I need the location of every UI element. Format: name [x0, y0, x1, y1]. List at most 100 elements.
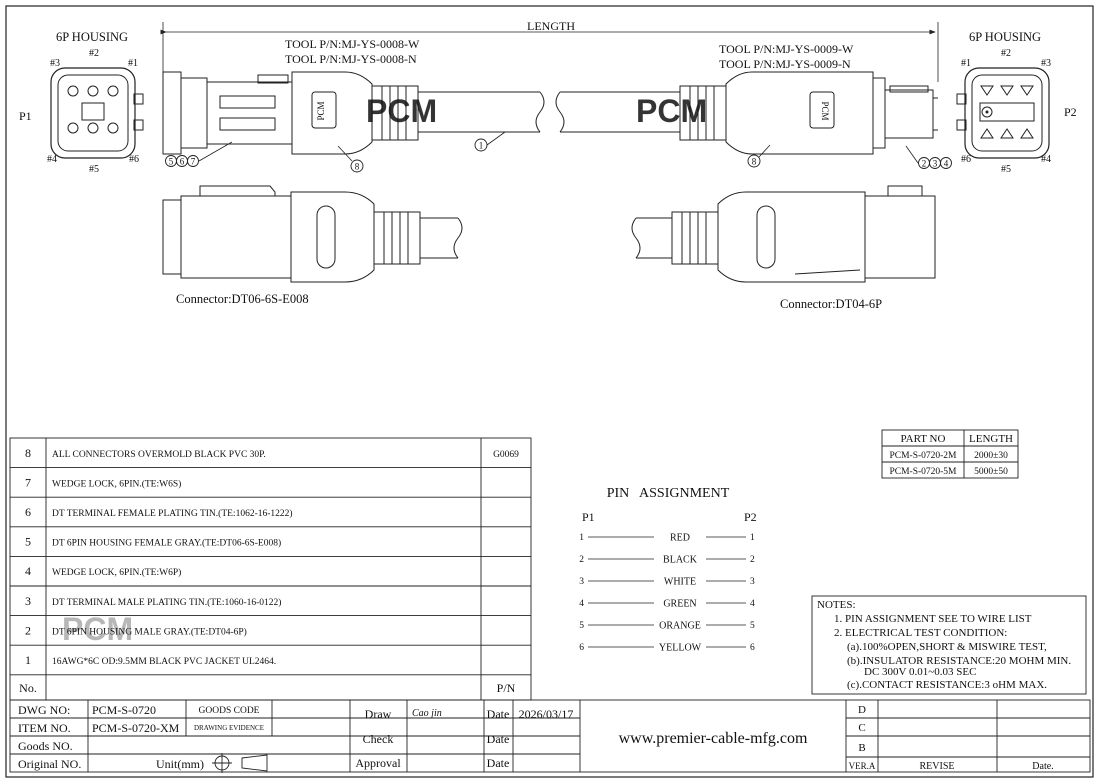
p1-pin-5: #5	[89, 164, 99, 175]
p1-pin-1: #1	[128, 58, 138, 69]
p1-tool-pn-n: TOOL P/N:MJ-YS-0008-N	[285, 52, 417, 66]
watermark-left: PCM	[366, 93, 437, 129]
p2-tool-pn-n: TOOL P/N:MJ-YS-0009-N	[719, 57, 851, 71]
p2-side-label: P2	[1064, 105, 1077, 119]
p2-overmold-text: PCM	[820, 101, 830, 120]
bom-header-no: No.	[19, 681, 37, 695]
rev-b: B	[858, 742, 865, 754]
p2-balloon-2: 2	[922, 159, 927, 169]
bom-row-pn: G0069	[493, 450, 519, 460]
pin-assignment-p1: P1	[582, 510, 595, 524]
wire-p2-pin: 6	[750, 643, 755, 653]
notes-title: NOTES:	[817, 599, 856, 611]
length-table-header-part: PART NO	[901, 433, 946, 445]
title-block-text: DWG NO: PCM-S-0720 GOODS CODE ITEM NO. P…	[18, 703, 1054, 772]
revision-date-label: Date.	[1032, 761, 1053, 772]
p1-overmold-text: PCM	[316, 101, 326, 120]
note-line-4: (b).INSULATOR RESISTANCE:20 MOHM MIN.	[847, 655, 1071, 667]
bom-row-no: 8	[25, 446, 31, 460]
bom-header-pn: P/N	[497, 681, 516, 695]
unit-label: Unit(mm)	[156, 757, 204, 771]
date-label-3: Date	[487, 756, 510, 770]
length-table-part-2: PCM-S-0720-5M	[889, 467, 957, 477]
check-label: Check	[363, 732, 394, 746]
wire-color: YELLOW	[659, 643, 702, 654]
wire-p1-pin: 1	[579, 533, 584, 543]
p2-tool-part-numbers: TOOL P/N:MJ-YS-0009-W TOOL P/N:MJ-YS-000…	[719, 42, 854, 71]
p1-pin-4: #4	[47, 154, 57, 165]
wire-color: RED	[670, 533, 690, 544]
wire-p1-pin: 4	[579, 599, 584, 609]
p1-housing-title: 6P HOUSING	[56, 30, 128, 44]
revise-label: REVISE	[920, 761, 955, 772]
bom-row-desc: WEDGE LOCK, 6PIN.(TE:W6P)	[52, 567, 181, 578]
p1-connector-top-view: PCM	[162, 71, 545, 155]
ver-label: VER.A	[849, 761, 876, 771]
cable-balloon: 1	[479, 141, 484, 151]
wire-p2-pin: 4	[750, 599, 755, 609]
p2-connector-side-view	[631, 185, 936, 283]
p1-tool-part-numbers: TOOL P/N:MJ-YS-0008-W TOOL P/N:MJ-YS-000…	[285, 37, 420, 66]
goods-no-label: Goods NO.	[18, 739, 73, 753]
wire-p1-pin: 2	[579, 555, 584, 565]
wire-p2-pin: 2	[750, 555, 755, 565]
p1-pin-3: #3	[50, 58, 60, 69]
length-label: LENGTH	[527, 19, 575, 33]
bom-row-no: 7	[25, 475, 31, 489]
p1-balloon-6: 6	[180, 157, 185, 167]
pin-assignment-title: PIN ASSIGNMENT	[607, 486, 730, 501]
p2-pin-4: #4	[1041, 154, 1051, 165]
note-line-2: 2. ELECTRICAL TEST CONDITION:	[834, 627, 1007, 639]
wire-color: GREEN	[663, 599, 696, 610]
p1-pin-6: #6	[129, 154, 139, 165]
p1-balloon-5: 5	[169, 157, 174, 167]
item-no-label: ITEM NO.	[18, 721, 71, 735]
draw-signature: Cao jin	[412, 708, 442, 719]
original-no-label: Original NO.	[18, 757, 81, 771]
p1-connector-side-view	[162, 185, 463, 283]
p1-balloons: 5 6 7 8 1	[165, 131, 506, 173]
bom-row-desc: WEDGE LOCK, 6PIN.(TE:W6S)	[52, 478, 181, 489]
title-block	[9, 699, 1091, 773]
wire-color: ORANGE	[659, 621, 701, 632]
dwg-no-value: PCM-S-0720	[92, 703, 156, 717]
length-table-length-2: 5000±50	[974, 467, 1008, 477]
p1-balloon-7: 7	[191, 157, 196, 167]
bom-rows: 8 ALL CONNECTORS OVERMOLD BLACK PVC 30P. G…	[25, 446, 519, 667]
p2-connector-top-view: PCM	[555, 71, 938, 155]
wire-p1-pin: 6	[579, 643, 584, 653]
length-table-part-1: PCM-S-0720-2M	[889, 451, 957, 461]
p1-housing-face: 6P HOUSING P1 #1 #2 #3 #4 #5 #6	[19, 30, 144, 175]
rev-c: C	[858, 722, 865, 734]
p2-connector-label: Connector:DT04-6P	[780, 297, 882, 311]
length-table-length-1: 2000±30	[974, 451, 1008, 461]
note-line-5: DC 300V 0.01~0.03 SEC	[864, 666, 976, 678]
p2-balloon-3: 3	[933, 159, 938, 169]
p1-side-label: P1	[19, 109, 32, 123]
bom-row-no: 2	[25, 623, 31, 637]
p2-tool-pn-w: TOOL P/N:MJ-YS-0009-W	[719, 42, 854, 56]
item-no-value: PCM-S-0720-XM	[92, 721, 180, 735]
bom-row-no: 4	[25, 564, 31, 578]
note-line-6: (c).CONTACT RESISTANCE:3 oHM MAX.	[847, 679, 1047, 691]
notes: NOTES: 1. PIN ASSIGNMENT SEE TO WIRE LIS…	[811, 595, 1087, 695]
bom-row-desc: ALL CONNECTORS OVERMOLD BLACK PVC 30P.	[52, 450, 266, 460]
p2-pin-6: #6	[961, 154, 971, 165]
bom-row-desc: DT TERMINAL FEMALE PLATING TIN.(TE:1062-…	[52, 508, 293, 519]
p1-overmold-balloon: 8	[355, 162, 360, 172]
watermark-bom: PCM	[62, 611, 133, 647]
bom-row-desc: DT TERMINAL MALE PLATING TIN.(TE:1060-16…	[52, 597, 281, 608]
watermark-logos: PCM PCM PCM	[62, 93, 707, 647]
bom-row-no: 1	[25, 653, 31, 667]
p2-balloon-4: 4	[944, 159, 949, 169]
p2-housing-face: 6P HOUSING P2 #1 #2 #3 #4 #5 #6	[956, 30, 1077, 175]
bom-row-desc: 16AWG*6C OD:9.5MM BLACK PVC JACKET UL246…	[52, 657, 276, 667]
wire-color: BLACK	[663, 555, 698, 566]
p2-balloons: 8 2 3 4	[747, 144, 952, 169]
p1-tool-pn-w: TOOL P/N:MJ-YS-0008-W	[285, 37, 420, 51]
p2-overmold-balloon: 8	[752, 157, 757, 167]
goods-code-label: GOODS CODE	[199, 706, 260, 716]
wire-p2-pin: 1	[750, 533, 755, 543]
